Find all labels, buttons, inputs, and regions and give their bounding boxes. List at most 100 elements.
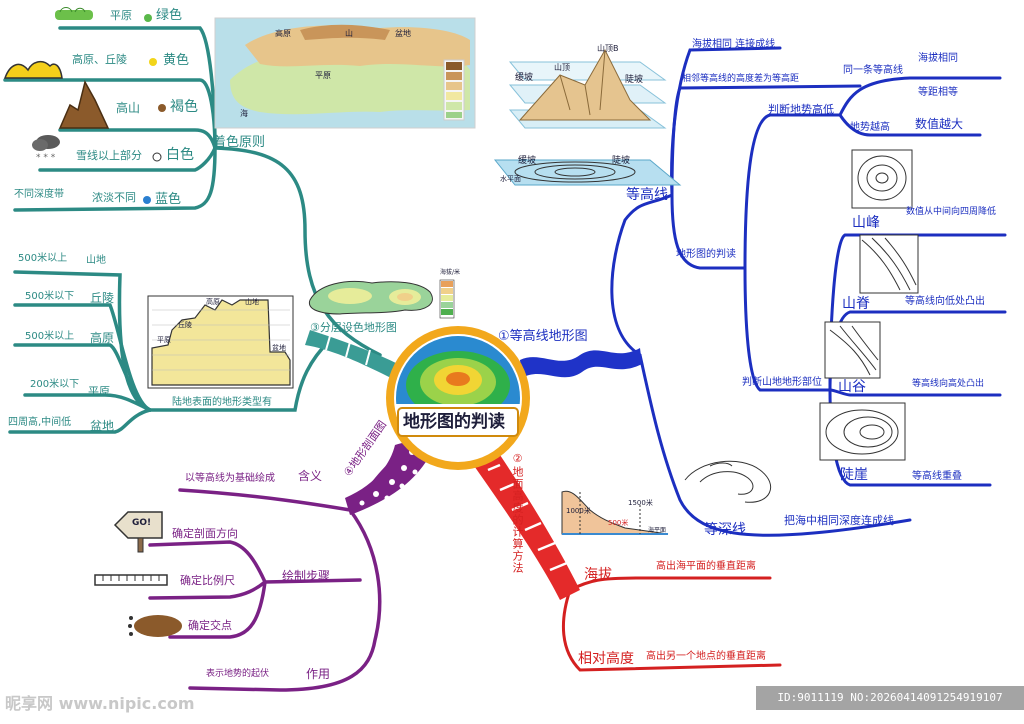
fig-peak-b: 山顶B (597, 44, 619, 53)
calc-fig-a: 1000米 (566, 507, 591, 515)
terrain-high: 地势越高 (850, 122, 890, 133)
calc-fig-c: 1500米 (628, 499, 653, 507)
relative-desc: 高出另一个地点的垂直距离 (646, 651, 766, 662)
under500-label: 500米以下 (25, 291, 75, 302)
peak-contour-figure (851, 149, 913, 209)
altitude-label: 海拔 (584, 567, 612, 583)
color-dots (143, 14, 166, 204)
fig-steep: 陡坡 (625, 75, 644, 85)
equal-interval: 等距相等 (918, 87, 958, 98)
white-label: 白色 (166, 147, 194, 163)
fig-gentle2: 缓坡 (518, 156, 537, 166)
brown-label: 褐色 (170, 99, 198, 115)
contour-def: 海拔相同 连接成线 (692, 39, 776, 50)
valley-desc: 等高线向高处凸出 (912, 379, 985, 389)
red-trunk-stripes (487, 463, 568, 572)
ruler-icon (94, 574, 168, 586)
blue-trunk (520, 348, 642, 378)
hills-icon (3, 60, 63, 79)
branch3-title: ③分层设色地形图 (310, 321, 397, 334)
branch2-title: ②地面高度的计算方法 (511, 452, 524, 574)
altitude-diagram (558, 480, 669, 535)
map-mountain: 山 (345, 29, 353, 38)
go-sign-icon (113, 511, 163, 553)
judge-height: 判断地势高低 (768, 103, 834, 116)
role-label: 作用 (306, 667, 331, 681)
profile-plain: 平原 (157, 336, 171, 344)
isobath-desc: 把海中相同深度连成线 (784, 514, 894, 527)
calc-fig-b: 500米 (608, 519, 629, 527)
snow-label: 雪线以上部分 (76, 149, 142, 162)
contour-3d-diagram (493, 48, 682, 186)
contour-node: 等高线 (626, 187, 668, 203)
isobath-figure (684, 460, 772, 503)
yellow-label: 黄色 (163, 53, 190, 68)
image-id-bar: ID:9011119 NO:20260414091254919107 (756, 686, 1024, 710)
teal-trunk-stripes (325, 335, 371, 366)
valley-label: 山谷 (838, 379, 866, 395)
mountain-label: 高山 (116, 101, 141, 115)
role-desc: 表示地势的起伏 (206, 669, 270, 679)
step2-label: 确定比例尺 (180, 574, 235, 587)
peak-desc: 数值从中间向四周降低 (906, 207, 997, 217)
legend-title: 海拔/米 (440, 269, 461, 276)
go-sign-text: GO! (132, 518, 152, 528)
reading-node: 地形图的判读 (676, 249, 736, 260)
step3-label: 确定交点 (188, 619, 232, 632)
contour-interval: 相邻等高线的高度差为等高距 (682, 74, 800, 84)
footprint-icon (128, 615, 182, 637)
depth-shade-label: 浓淡不同 (92, 191, 136, 204)
profile-hills: 丘陵 (178, 321, 192, 329)
relative-label: 相对高度 (578, 651, 634, 667)
coloring-node: 着色原则 (213, 135, 266, 150)
ridge-desc: 等高线向低处凸出 (905, 296, 985, 307)
layered-color-island (308, 279, 455, 319)
plain2-label: 平原 (88, 385, 110, 398)
mountain-land-label: 山地 (86, 255, 106, 266)
basin-desc: 四周高,中间低 (8, 417, 72, 428)
plain-icon (55, 7, 93, 20)
calc-fig-sea: 海平面 (648, 527, 667, 534)
cliff-label: 陡崖 (840, 467, 868, 483)
profile-mountain: 山地 (245, 298, 259, 306)
same-alt: 海拔相同 (918, 53, 958, 64)
basin-label: 盆地 (90, 419, 115, 433)
ridge-label: 山脊 (842, 296, 870, 312)
color-relief-map (214, 17, 476, 129)
map-plain: 平原 (315, 71, 331, 80)
fig-sea: 水平面 (500, 175, 521, 183)
over500-label: 500米以上 (18, 253, 68, 264)
depth-label: 不同深度带 (14, 189, 64, 200)
altitude-desc: 高出海平面的垂直距离 (656, 561, 756, 572)
valley-contour-figure (824, 321, 881, 379)
over500b-label: 500米以上 (25, 331, 75, 342)
isobath-label: 等深线 (704, 522, 746, 538)
ridge-contour-figure (859, 234, 919, 294)
meaning-label: 含义 (298, 469, 323, 483)
plain-label: 平原 (110, 9, 132, 22)
center-title: 地形图的判读 (403, 412, 505, 432)
fig-steep2: 陡坡 (612, 156, 631, 166)
peak-label: 山峰 (852, 215, 880, 231)
fig-gentle: 缓坡 (515, 73, 534, 83)
cliff-contour-figure (819, 402, 906, 461)
map-plateau: 高原 (275, 29, 291, 38)
map-basin: 盆地 (395, 29, 411, 38)
terrain-parts: 判断山地地形部位 (742, 377, 822, 388)
mountain-icon (58, 79, 110, 129)
step1-label: 确定剖面方向 (172, 527, 238, 540)
steps-label: 绘制步骤 (282, 569, 331, 583)
under200-label: 200米以下 (30, 379, 80, 390)
meaning-desc: 以等高线为基础绘成 (185, 473, 275, 484)
map-sea: 海 (240, 109, 248, 118)
purple-trunk (345, 441, 435, 515)
center-node (386, 326, 530, 470)
cliff-desc: 等高线重叠 (912, 471, 962, 482)
same-line: 同一条等高线 (843, 65, 903, 76)
green-label: 绿色 (156, 8, 183, 23)
surface-types: 陆地表面的地形类型有 (172, 397, 272, 408)
value-big: 数值越大 (915, 117, 964, 131)
plateau-hill-label: 高原、丘陵 (72, 53, 127, 66)
blue-branch-lines (610, 46, 1007, 537)
